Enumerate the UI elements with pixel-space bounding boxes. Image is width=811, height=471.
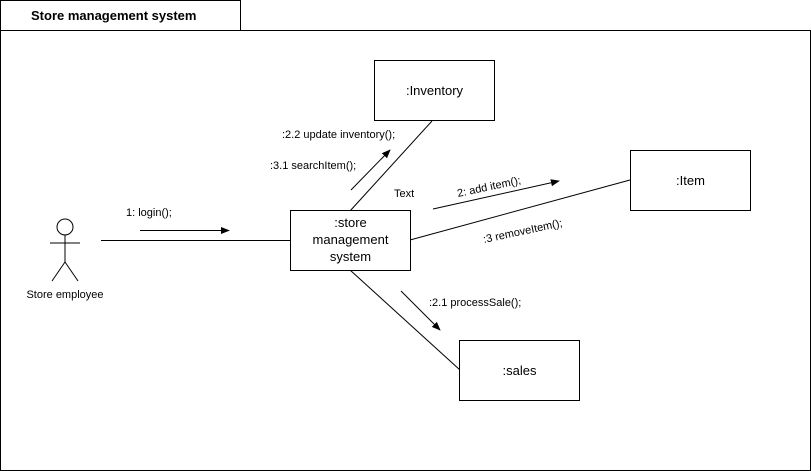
msg-login-label: 1: login(); <box>126 207 172 219</box>
object-item-label: :Item <box>676 173 705 188</box>
msg-process-sale-arrow <box>400 290 441 331</box>
msg-process-sale-label: :2.1 processSale(); <box>429 297 521 309</box>
free-text: Text <box>394 188 414 200</box>
actor-right-leg <box>64 261 79 282</box>
object-inventory[interactable]: :Inventory <box>374 60 495 121</box>
link-system-item <box>409 179 631 241</box>
system-label-line-1: :store <box>334 215 367 230</box>
object-sales-label: :sales <box>503 363 537 378</box>
frame-title: Store management system <box>31 8 196 23</box>
actor-label: Store employee <box>26 289 103 301</box>
actor-left-leg <box>51 261 66 282</box>
msg-update-inventory-label: :2.2 update inventory(); <box>282 129 395 141</box>
object-inventory-label: :Inventory <box>406 83 464 98</box>
object-store-management-system[interactable]: :store management system <box>290 210 411 271</box>
system-label-line-3: system <box>330 249 371 264</box>
system-label-line-2: management <box>313 232 389 247</box>
msg-search-arrow <box>350 149 391 191</box>
object-item[interactable]: :Item <box>630 150 751 211</box>
msg-add-item-arrow <box>432 179 560 210</box>
msg-search-item-label: :3.1 searchItem(); <box>270 160 356 172</box>
frame-title-tab: Store management system <box>0 0 241 31</box>
object-sales[interactable]: :sales <box>459 340 580 401</box>
link-system-inventory <box>349 120 433 212</box>
link-system-sales <box>349 269 461 371</box>
actor-store-employee[interactable]: Store employee <box>26 218 104 301</box>
actor-head <box>56 218 74 236</box>
msg-remove-item-label: :3 removeItem(); <box>482 217 563 246</box>
